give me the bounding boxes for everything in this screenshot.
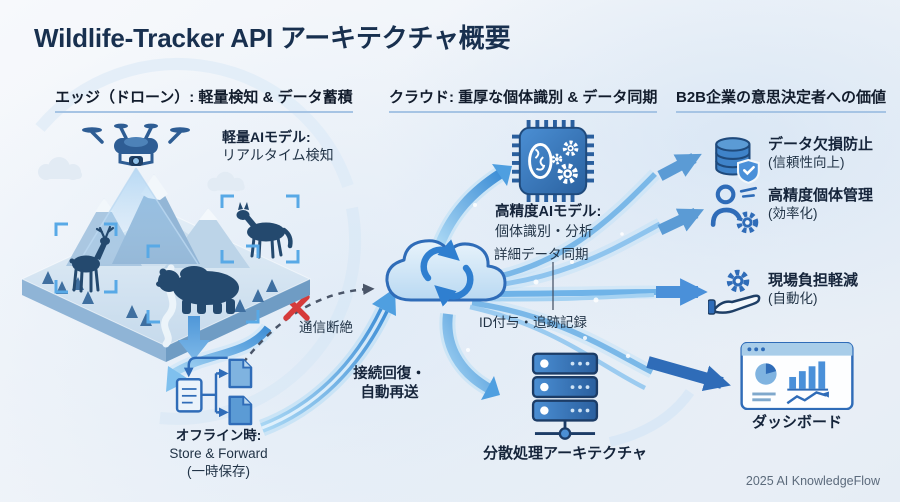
sync-arrows xyxy=(420,239,474,307)
drone-icon xyxy=(82,123,190,166)
dashboard-icon xyxy=(740,342,854,410)
cloud-ai-label: 高精度AIモデル: 個体識別・分析 xyxy=(495,203,601,241)
reconnect-label: 接続回復・ 自動再送 xyxy=(327,365,452,403)
disconnect-label: 通信断絶 xyxy=(299,320,353,335)
beam-edges xyxy=(77,167,199,265)
cloud-ai-title: 高精度AIモデル: xyxy=(495,204,602,220)
edge-ai-desc: リアルタイム検知 xyxy=(222,147,334,164)
cloud-section-header: クラウド: 重厚な個体識別 & データ同期 xyxy=(389,86,658,113)
offline-title: オフライン時: xyxy=(175,428,262,443)
ambient-arcs xyxy=(35,58,695,447)
drone-terrain-scene xyxy=(20,123,312,362)
benefit-arrows xyxy=(646,153,731,392)
cloud-sync-icon xyxy=(385,239,507,307)
value-item-title: 高精度個体管理 xyxy=(768,187,874,204)
cloud-ai-desc: 個体識別・分析 xyxy=(495,223,593,240)
value-item-title: データ欠損防止 xyxy=(768,136,874,153)
store-forward-icon xyxy=(175,356,253,426)
offline-line3: (一時保存) xyxy=(187,463,250,479)
deer-icon xyxy=(69,225,115,293)
reconnect-arrow xyxy=(262,288,396,428)
cloud-to-server-arrow xyxy=(447,314,500,400)
brain-glyph xyxy=(528,142,553,180)
offline-line2: Store & Forward xyxy=(169,445,268,461)
detail-sync-label: 詳細データ同期 xyxy=(494,247,589,262)
detection-brackets xyxy=(54,194,300,324)
dashboard-label: ダッシボード xyxy=(751,414,842,431)
reconnect-line2: 自動再送 xyxy=(360,385,419,402)
value-item-subtitle: (自動化) xyxy=(768,290,818,306)
value-section-header: B2B企業の意思決定者への価値 xyxy=(676,86,887,113)
value-item-3: 現場負担軽減 (自動化) xyxy=(768,272,858,308)
bear-icon xyxy=(156,266,239,314)
offline-label: オフライン時: Store & Forward (一時保存) xyxy=(146,427,291,480)
value-item-subtitle: (信頼性向上) xyxy=(768,154,845,170)
gear-hand-icon xyxy=(708,269,761,315)
edge-ai-label: 軽量AIモデル: リアルタイム検知 xyxy=(222,128,334,165)
page-title: Wildlife-Tracker API アーキテクチャ概要 xyxy=(34,23,511,53)
value-item-subtitle: (効率化) xyxy=(768,205,818,221)
value-item-2: 高精度個体管理 (効率化) xyxy=(768,187,873,223)
server-rack-icon xyxy=(531,352,599,440)
value-item-title: 現場負担軽減 xyxy=(768,272,859,289)
terrain-down-arrow xyxy=(178,316,210,360)
ai-chip-icon xyxy=(512,120,594,202)
server-label: 分散処理アーキテクチャ xyxy=(483,445,647,462)
user-gear-icon xyxy=(710,184,759,234)
id-tracking-label: ID付与・追跡記録 xyxy=(479,315,587,330)
footer-credit: 2025 AI KnowledgeFlow xyxy=(745,474,880,488)
database-shield-icon xyxy=(715,137,760,184)
terrain-icon xyxy=(20,174,312,362)
edge-section-header: エッジ（ドローン）: 軽量検知 & データ蓄積 xyxy=(55,86,353,113)
cloud-to-chip-arrow xyxy=(440,164,512,244)
edge-ai-title: 軽量AIモデル: xyxy=(222,129,311,145)
cloud-puffs xyxy=(38,157,245,192)
reconnect-line1: 接続回復・ xyxy=(353,366,426,382)
gear-glyphs xyxy=(551,140,579,184)
sparkles xyxy=(466,203,631,359)
value-item-1: データ欠損防止 (信頼性向上) xyxy=(768,136,873,172)
